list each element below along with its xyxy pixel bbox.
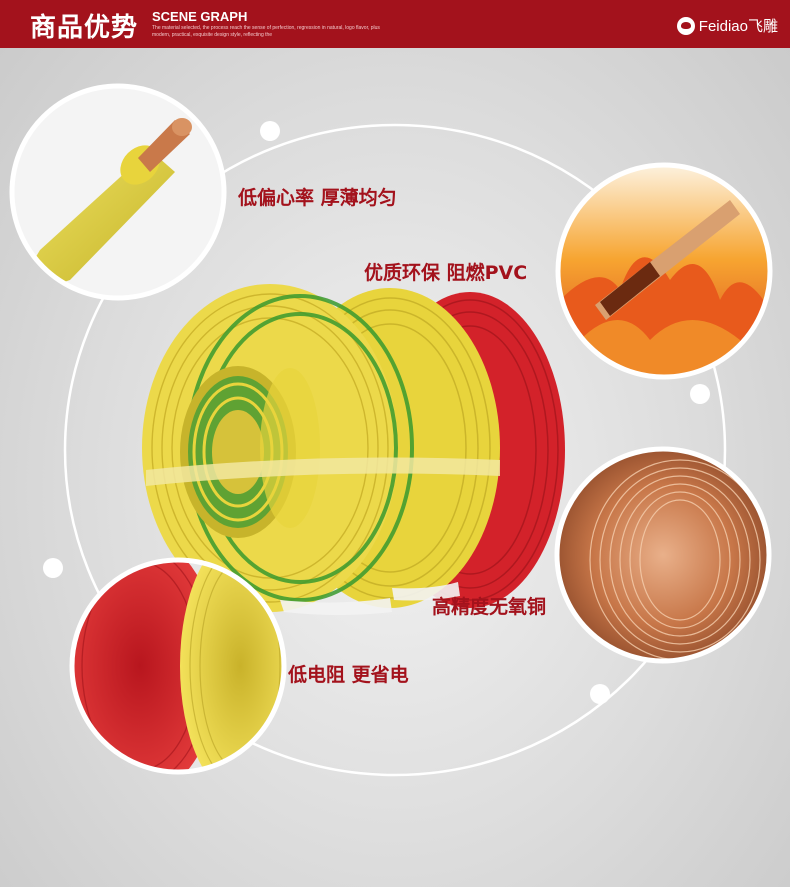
header-bar: 商品优势 SCENE GRAPH The material selected, … (0, 0, 790, 48)
brand-name: Feidiao飞雕 (698, 18, 778, 35)
section-description: The material selected, the process reach… (152, 25, 380, 38)
copper-wire-image (554, 446, 772, 664)
feature-label-low-resistance: 低电阻 更省电 (288, 664, 409, 686)
feature-label-low-eccentricity: 低偏心率 厚薄均匀 (238, 187, 397, 209)
brand-logo: Feidiao飞雕 (676, 15, 778, 36)
section-title: 商品优势 (30, 13, 139, 43)
flame-retardant-image (555, 162, 773, 380)
low-eccentricity-image (9, 83, 227, 301)
cable-coils-image (142, 284, 565, 615)
connector-dot (260, 121, 280, 141)
feature-label-flame-retardant: 优质环保 阻燃PVC (364, 262, 528, 284)
feature-label-oxygen-free-copper: 高精度无氧铜 (432, 596, 547, 618)
connector-dot (590, 684, 610, 704)
bird-icon (676, 16, 695, 35)
connector-dot (690, 384, 710, 404)
section-subtitle: SCENE GRAPH (152, 9, 248, 24)
connector-dot (43, 558, 63, 578)
connector-arc (43, 121, 727, 777)
